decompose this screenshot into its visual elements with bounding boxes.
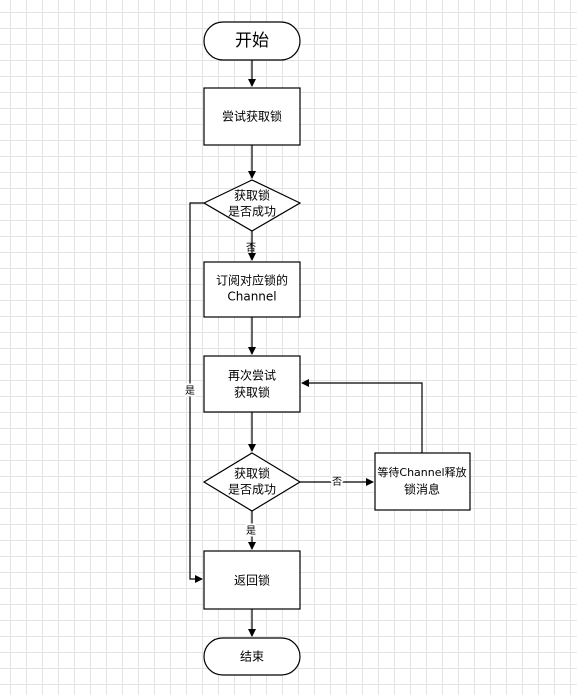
node-try-acquire-lock: 尝试获取锁 [203,87,301,146]
node-retry-line2: 获取锁 [234,385,270,400]
node-return-lock-label: 返回锁 [234,573,270,588]
node-end: 结束 [203,637,301,676]
node-wait-release-message: 等待Channel释放 锁消息 [374,452,471,511]
node-start: 开始 [203,21,301,61]
node-subscribe-line1: 订阅对应锁的 [216,273,288,288]
node-wait-line2: 锁消息 [404,482,440,497]
edge-label-check1-no: 否 [246,242,256,254]
edge-wait-to-retry [301,379,423,453]
node-return-lock: 返回锁 [203,550,301,610]
node-check1-line2: 是否成功 [228,205,276,219]
node-start-label: 开始 [235,31,269,51]
node-wait-line1: 等待Channel释放 [377,465,466,479]
node-subscribe-line2: Channel [227,290,276,304]
edge-label-check2-no: 否 [332,476,342,488]
node-try-acquire-label: 尝试获取锁 [222,109,282,124]
node-check2-line1: 获取锁 [234,466,270,481]
node-check-acquired-1: 获取锁 是否成功 [202,179,302,232]
edge-check1-yes-to-return [189,202,204,583]
node-end-label: 结束 [240,650,264,664]
node-subscribe-channel: 订阅对应锁的 Channel [203,261,301,318]
node-check1-line1: 获取锁 [234,188,270,203]
edge-label-check1-yes: 是 [185,385,195,397]
node-retry-acquire: 再次尝试 获取锁 [203,355,301,413]
node-check2-line2: 是否成功 [228,483,276,497]
edge-label-check2-yes: 是 [246,525,256,537]
node-check-acquired-2: 获取锁 是否成功 [202,452,302,512]
node-retry-line1: 再次尝试 [228,368,276,383]
